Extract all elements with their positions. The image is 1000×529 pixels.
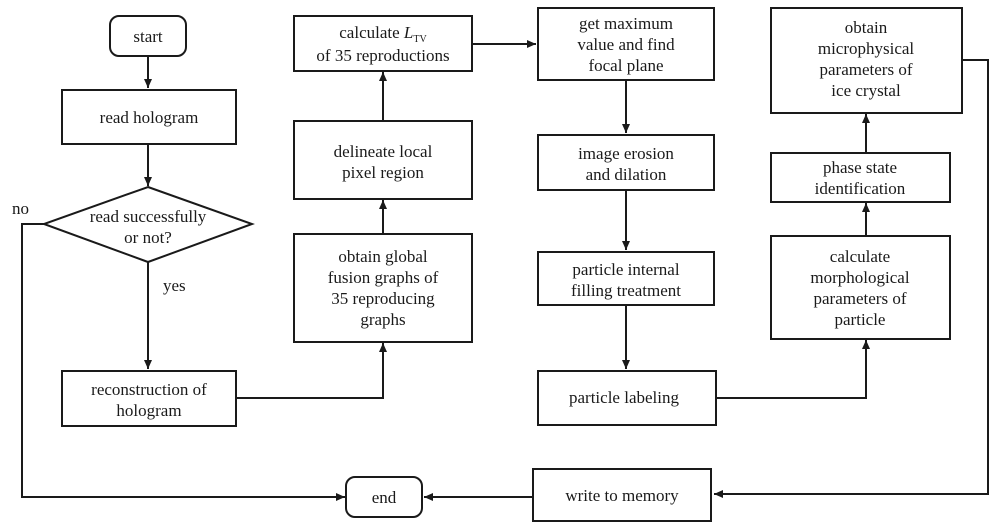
svg-text:pixel region: pixel region (342, 163, 424, 182)
arrow-decision-no (21, 223, 345, 501)
svg-text:calculate: calculate (830, 247, 890, 266)
node-global-fusion: obtain global fusion graphs of 35 reprod… (293, 233, 473, 343)
svg-text:calculate LTV: calculate LTV (339, 23, 427, 45)
svg-text:get maximum: get maximum (579, 14, 673, 33)
node-particle-labeling: particle labeling (537, 370, 717, 426)
svg-text:microphysical: microphysical (818, 39, 915, 58)
node-start: start (109, 15, 187, 57)
svg-text:focal plane: focal plane (588, 56, 663, 75)
svg-text:hologram: hologram (116, 401, 181, 420)
connectors (21, 40, 989, 501)
node-microphysical-parameters: obtain microphysical parameters of ice c… (770, 7, 963, 114)
node-reconstruction: reconstruction of hologram (61, 370, 237, 427)
svg-text:fusion graphs of: fusion graphs of (328, 268, 439, 287)
svg-text:obtain global: obtain global (338, 247, 428, 266)
node-write-to-memory: write to memory (532, 468, 712, 522)
svg-text:identification: identification (815, 179, 906, 198)
svg-text:parameters of: parameters of (820, 60, 913, 79)
svg-text:of 35 reproductions: of 35 reproductions (316, 46, 449, 65)
decision-read-successfully: read successfully or not? (41, 185, 255, 264)
node-get-maximum: get maximum value and find focal plane (537, 7, 715, 81)
svg-text:reconstruction of: reconstruction of (91, 380, 207, 399)
node-phase-state: phase state identification (770, 152, 951, 203)
svg-text:morphological: morphological (810, 268, 909, 287)
arrow-labeling-to-morph (716, 340, 870, 399)
svg-text:particle labeling: particle labeling (569, 388, 679, 407)
svg-text:or not?: or not? (124, 228, 172, 247)
svg-text:read successfully: read successfully (90, 207, 207, 226)
svg-text:phase state: phase state (823, 158, 897, 177)
node-morphological-parameters: calculate morphological parameters of pa… (770, 235, 951, 340)
arrow-micro-to-write (714, 59, 989, 498)
svg-text:start: start (133, 27, 163, 46)
svg-text:graphs: graphs (360, 310, 405, 329)
svg-text:write to memory: write to memory (565, 486, 679, 505)
edge-label-yes: yes (163, 276, 186, 295)
svg-text:end: end (372, 488, 397, 507)
svg-text:image erosion: image erosion (578, 144, 674, 163)
svg-text:filling treatment: filling treatment (571, 281, 681, 300)
svg-text:ice crystal: ice crystal (831, 81, 901, 100)
svg-text:particle: particle (835, 310, 886, 329)
node-particle-filling: particle internal filling treatment (537, 251, 715, 306)
svg-text:read hologram: read hologram (100, 108, 199, 127)
svg-text:and dilation: and dilation (586, 165, 667, 184)
edge-label-no: no (12, 199, 29, 218)
node-delineate-local-pixel-region: delineate local pixel region (293, 120, 473, 200)
svg-text:35 reproducing: 35 reproducing (331, 289, 435, 308)
svg-text:delineate local: delineate local (334, 142, 433, 161)
svg-text:particle internal: particle internal (572, 260, 679, 279)
node-calculate-ltv: calculate LTV of 35 reproductions (293, 15, 473, 72)
node-image-erosion: image erosion and dilation (537, 134, 715, 191)
svg-text:parameters of: parameters of (814, 289, 907, 308)
node-read-hologram: read hologram (61, 89, 237, 145)
svg-text:value and find: value and find (577, 35, 675, 54)
node-end: end (345, 476, 423, 518)
arrow-reconstruct-to-fusion (236, 343, 387, 399)
svg-text:obtain: obtain (845, 18, 888, 37)
